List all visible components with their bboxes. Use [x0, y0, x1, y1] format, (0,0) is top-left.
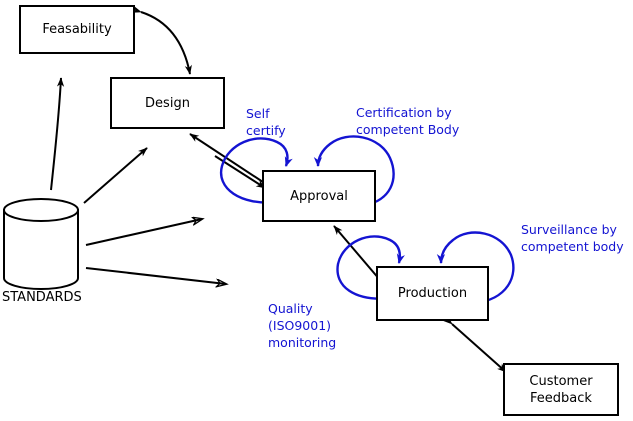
flow-standards-feasability: [50, 77, 65, 191]
annotation-self-certify: Self certify: [246, 106, 286, 138]
node-design-label: Design: [145, 95, 190, 111]
loop-self-certify: [219, 137, 293, 204]
flow-standards-design: [83, 147, 148, 204]
node-design[interactable]: Design: [110, 77, 225, 129]
loop-certification-competent-body: [313, 135, 395, 208]
flow-approval-design: [189, 133, 267, 185]
node-customer-feedback[interactable]: Customer Feedback: [503, 363, 619, 416]
loop-surveillance-competent-body: [436, 231, 515, 305]
flow-production-approval: [333, 225, 381, 281]
annotation-quality-iso9001-monitoring: Quality (ISO9001) monitoring: [268, 301, 337, 350]
flow-standards-production: [85, 267, 226, 284]
node-customer-feedback-label: Customer Feedback: [529, 373, 593, 406]
loop-quality-monitoring: [336, 235, 405, 300]
node-approval-label: Approval: [290, 188, 348, 204]
node-approval[interactable]: Approval: [262, 170, 376, 222]
annotation-certification-by-competent-body: Certification by competent Body: [356, 105, 460, 137]
annotation-surveillance-by-competent-body: Surveillance by competent body: [521, 222, 624, 254]
node-feasability-label: Feasability: [42, 22, 112, 37]
flow-production-customer-feedback: [443, 315, 507, 373]
node-feasability[interactable]: Feasability: [19, 5, 135, 54]
node-production-label: Production: [397, 286, 468, 301]
node-production[interactable]: Production: [376, 266, 489, 321]
flow-standards-approval: [85, 219, 202, 246]
flow-feasability-design: [131, 5, 192, 75]
standards-cylinder-shape: [3, 198, 79, 290]
node-standards-label: STANDARDS: [2, 290, 82, 305]
